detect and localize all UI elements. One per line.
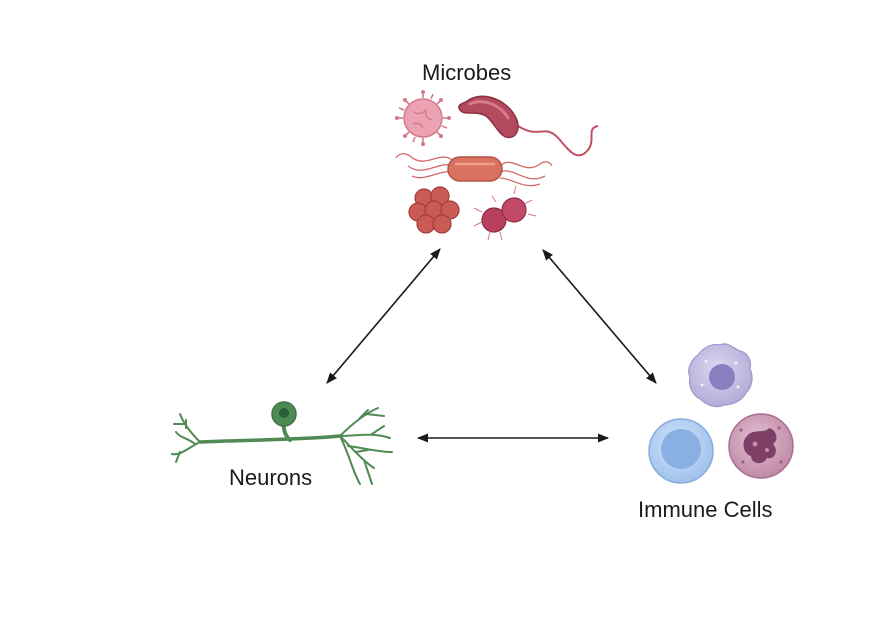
diplococcus-icon xyxy=(473,185,537,241)
arrow-microbes-neurons xyxy=(326,248,441,384)
flagellated-bacterium-icon xyxy=(458,95,599,157)
monocyte-icon xyxy=(688,343,753,408)
arrow-microbes-immune-cells xyxy=(542,249,657,384)
neuron-icon xyxy=(171,401,393,485)
immune-cells-group xyxy=(648,343,794,484)
virus-icon xyxy=(395,90,451,146)
immune-cells-label: Immune Cells xyxy=(638,497,773,522)
rod-bacterium-icon xyxy=(395,153,553,187)
coccus-cluster-icon xyxy=(408,186,460,234)
neurons-label: Neurons xyxy=(229,465,313,490)
microbes-label: Microbes xyxy=(422,60,512,85)
lymphocyte-icon xyxy=(648,418,714,484)
microbes-group xyxy=(395,90,599,241)
neutrophil-icon xyxy=(728,413,794,479)
